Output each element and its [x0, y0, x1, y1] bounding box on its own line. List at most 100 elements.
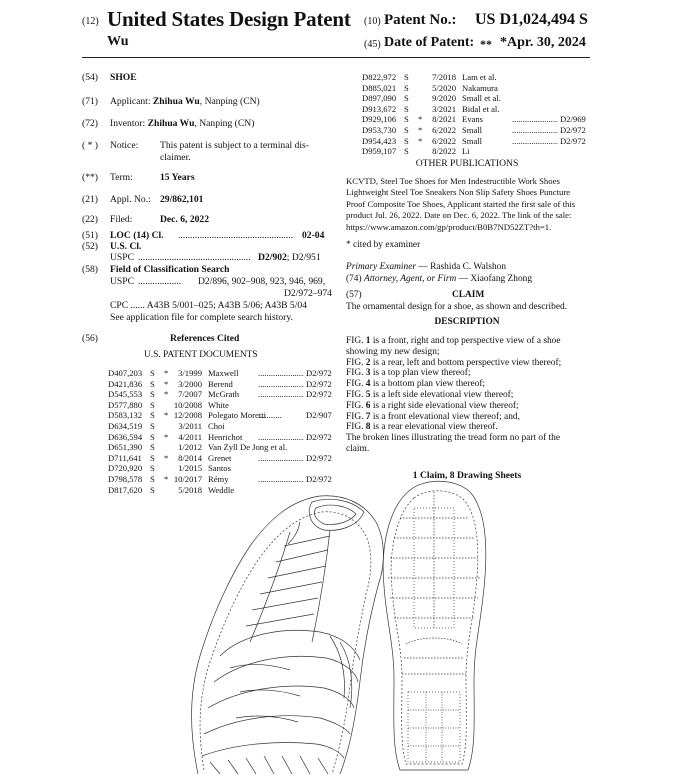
reference-number: D954,423 [362, 135, 397, 146]
reference-inventor: Polegato Moretti [208, 410, 266, 421]
leader-dots: ......................... [258, 431, 304, 442]
leader-dots: .............................. [512, 125, 558, 135]
date-stars: ** [480, 37, 492, 51]
patent-date: *Apr. 30, 2024 [500, 35, 586, 50]
field-code: (21) [82, 194, 98, 205]
reference-kind: S [150, 442, 155, 453]
reference-number: D711,641 [108, 452, 142, 463]
reference-inventor: Evans [462, 114, 484, 125]
reference-number: D897,090 [362, 93, 397, 104]
inventor-surname: Wu [107, 34, 129, 49]
reference-number: D634,519 [108, 421, 143, 431]
reference-star: * [418, 125, 423, 135]
inventor-location: , Nanping (CN) [194, 118, 255, 129]
reference-class: D2/972 [306, 368, 332, 378]
reference-number: D583,132 [108, 410, 143, 421]
reference-row: D897,090 S 9/2020 Small et al. [362, 93, 592, 104]
fig-text: claim. [346, 443, 370, 454]
reference-inventor: Small et al. [462, 93, 501, 104]
fig-prefix: FIG. [346, 422, 366, 433]
reference-kind: S [404, 93, 409, 104]
claim-text: The ornamental design for a shoe, as sho… [346, 302, 568, 312]
reference-inventor: Bidal et al. [462, 103, 500, 114]
header-code-45: (45) [364, 39, 381, 50]
reference-class: D2/907 [306, 410, 332, 421]
term-value: 15 Years [160, 172, 195, 183]
reference-inventor: Van Zyll De Jong et al. [208, 442, 288, 453]
fig-text: showing my new design; [346, 346, 440, 357]
description-line: FIG. 7 is a front elevational view there… [346, 412, 588, 423]
reference-kind: S [404, 72, 409, 82]
reference-inventor: Lam et al. [462, 72, 497, 82]
description-line: FIG. 6 is a right side elevational view … [346, 401, 588, 412]
reference-date: 4/2011 [178, 431, 202, 442]
description-line: FIG. 3 is a top plan view thereof; [346, 368, 588, 379]
reference-date: 9/2020 [432, 93, 456, 104]
leader-dots: ........................................… [178, 230, 294, 241]
reference-inventor: Henrichot [208, 431, 243, 442]
fig-number: 1 [365, 336, 371, 346]
reference-kind: S [404, 146, 409, 157]
other-publications-text: KCVTD, Steel Toe Shoes for Men Indestruc… [346, 176, 588, 233]
appl-no-label: Appl. No.: [110, 194, 151, 205]
description-line: claim. [346, 444, 588, 455]
fig-prefix: FIG. [346, 389, 366, 400]
leader-dots: .............................. [512, 135, 558, 146]
reference-number: D959,107 [362, 146, 397, 157]
reference-date: 12/2008 [173, 410, 202, 421]
publication-line: Lightweight Steel Toe Sneakers Non Slip … [346, 187, 571, 198]
publication-line: KCVTD, Steel Toe Shoes for Men Indestruc… [346, 176, 560, 186]
inventor-label: Inventor: [110, 118, 146, 129]
reference-kind: S [150, 378, 155, 389]
search-uspc-label: USPC [110, 276, 134, 287]
primary-examiner: Primary Examiner — Rashida C. Walshon [346, 261, 588, 273]
field-code: (54) [82, 72, 98, 83]
patent-number: US D1,024,494 S [475, 11, 588, 28]
reference-number: D577,880 [108, 399, 143, 410]
reference-date: 8/2014 [178, 452, 202, 463]
reference-inventor: Grenet [208, 452, 232, 463]
field-search: (58) Field of Classification Search USPC… [82, 264, 342, 324]
uspc-label: USPC [110, 252, 134, 263]
attorney-label: Attorney, Agent, or Firm [363, 274, 457, 284]
fig-text: is a left side elevational view thereof; [370, 389, 514, 400]
fig-number: 4 [365, 379, 371, 390]
reference-date: 6/2022 [432, 135, 456, 146]
patent-subject: SHOE [110, 72, 137, 83]
reference-date: 8/2021 [432, 114, 456, 125]
field-code: (71) [82, 96, 98, 107]
reference-number: D817,620 [108, 484, 143, 495]
attorney-agent: (74) Attorney, Agent, or Firm — Xiaofang… [346, 273, 588, 285]
leader-dots: ............................. [512, 114, 558, 125]
reference-number: D953,730 [362, 125, 397, 135]
reference-number: D798,578 [108, 474, 143, 484]
reference-kind: S [404, 114, 409, 125]
leader-dots: .......................... [258, 389, 304, 400]
fig-prefix: FIG. [346, 336, 366, 346]
reference-kind: S [404, 82, 409, 93]
reference-date: 10/2008 [173, 399, 202, 410]
reference-number: D822,972 [362, 72, 397, 82]
references-title: References Cited [170, 333, 240, 344]
reference-inventor: Small [462, 135, 483, 146]
applicant-location: , Nanping (CN) [199, 96, 260, 107]
reference-date: 10/2017 [173, 474, 202, 484]
uspc-secondary: ; D2/951 [286, 252, 321, 263]
header-code-10: (10) [364, 16, 381, 27]
primary-examiner-label: Primary Examiner [346, 262, 417, 272]
reference-number: D651,390 [108, 442, 143, 453]
field-code: (72) [82, 118, 98, 129]
fig-prefix: FIG. [346, 368, 366, 379]
fig-prefix: FIG. [346, 411, 366, 422]
fig-text: The broken lines illustrating the tread … [346, 433, 560, 444]
reference-inventor: Choi [208, 421, 225, 431]
